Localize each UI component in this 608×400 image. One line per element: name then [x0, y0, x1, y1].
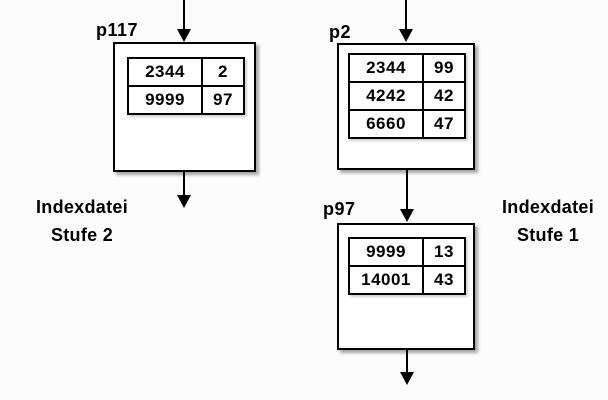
node-label-p97: p97	[323, 199, 356, 219]
arrow-line	[405, 0, 407, 31]
key-cell: 14001	[348, 265, 424, 295]
table-row: 4242 42	[348, 81, 466, 111]
arrow-head-icon	[177, 29, 191, 42]
table-row: 9999 97	[127, 85, 245, 115]
key-cell: 2344	[348, 53, 424, 83]
key-cell: 9999	[348, 237, 424, 267]
pointer-cell: 2	[201, 57, 245, 87]
arrow-head-icon	[400, 372, 414, 385]
index-table-p117: 2344 2 9999 97	[127, 57, 245, 115]
arrow-line	[406, 170, 408, 210]
node-label-p2: p2	[329, 22, 352, 42]
arrow-line	[183, 172, 185, 196]
key-cell: 9999	[127, 85, 203, 115]
pointer-cell: 97	[201, 85, 245, 115]
table-row: 2344 2	[127, 57, 245, 87]
caption-line: Stufe 1	[516, 225, 580, 245]
caption-indexdatei-stufe-1: Indexdatei Stufe 1	[492, 193, 604, 249]
pointer-cell: 42	[422, 81, 466, 111]
arrow-head-icon	[177, 195, 191, 208]
arrow-line	[406, 350, 408, 373]
arrow-head-icon	[400, 209, 414, 222]
pointer-cell: 13	[422, 237, 466, 267]
key-cell: 2344	[127, 57, 203, 87]
table-row: 2344 99	[348, 53, 466, 83]
pointer-cell: 47	[422, 109, 466, 139]
table-row: 14001 43	[348, 265, 466, 295]
node-box-p117: 2344 2 9999 97	[113, 42, 256, 172]
table-row: 6660 47	[348, 109, 466, 139]
caption-line: Indexdatei	[501, 197, 595, 217]
caption-line: Stufe 2	[50, 225, 114, 245]
arrow-line	[183, 0, 185, 31]
arrow-head-icon	[399, 29, 413, 42]
caption-indexdatei-stufe-2: Indexdatei Stufe 2	[18, 193, 146, 249]
index-table-p2: 2344 99 4242 42 6660 47	[348, 53, 466, 139]
caption-line: Indexdatei	[35, 197, 129, 217]
key-cell: 6660	[348, 109, 424, 139]
table-row: 9999 13	[348, 237, 466, 267]
index-table-p97: 9999 13 14001 43	[348, 237, 466, 295]
node-label-p117: p117	[96, 20, 139, 40]
pointer-cell: 43	[422, 265, 466, 295]
node-box-p97: 9999 13 14001 43	[337, 223, 475, 350]
key-cell: 4242	[348, 81, 424, 111]
node-box-p2: 2344 99 4242 42 6660 47	[337, 43, 475, 170]
pointer-cell: 99	[422, 53, 466, 83]
